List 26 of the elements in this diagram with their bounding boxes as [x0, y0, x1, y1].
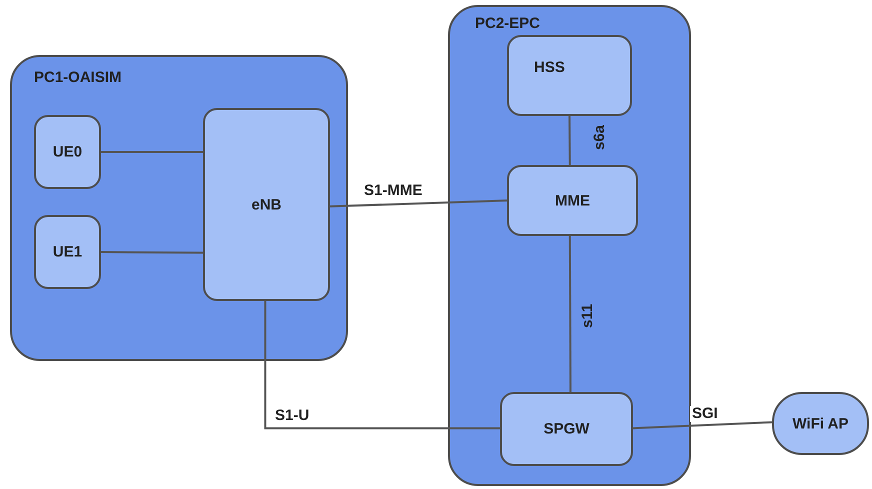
node-label: MME [555, 192, 590, 209]
node-label: PC2-EPC [475, 15, 540, 32]
node-label: SPGW [544, 420, 590, 438]
node-label: UE1 [52, 244, 82, 260]
container-box [10, 55, 348, 361]
node-label: UE0 [52, 144, 82, 160]
container-box [448, 5, 691, 486]
connector-line [264, 301, 500, 430]
connector-line [330, 200, 508, 208]
connector-line [101, 251, 203, 254]
process-box [203, 108, 330, 301]
connector-line [568, 236, 572, 392]
edge-label: SGI [690, 406, 720, 422]
node-label: HSS [534, 59, 565, 76]
node-label: PC1-OAISIM [34, 69, 122, 86]
process-box [34, 115, 101, 189]
process-box [500, 392, 633, 466]
connector-line [632, 421, 772, 430]
process-box [507, 35, 632, 116]
node-label: WiFi AP [792, 415, 848, 432]
connector-line [568, 116, 571, 165]
process-box [34, 215, 101, 289]
process-box [772, 392, 869, 455]
process-box [507, 165, 638, 236]
connector-line [101, 151, 203, 153]
node-label: eNB [252, 196, 282, 213]
